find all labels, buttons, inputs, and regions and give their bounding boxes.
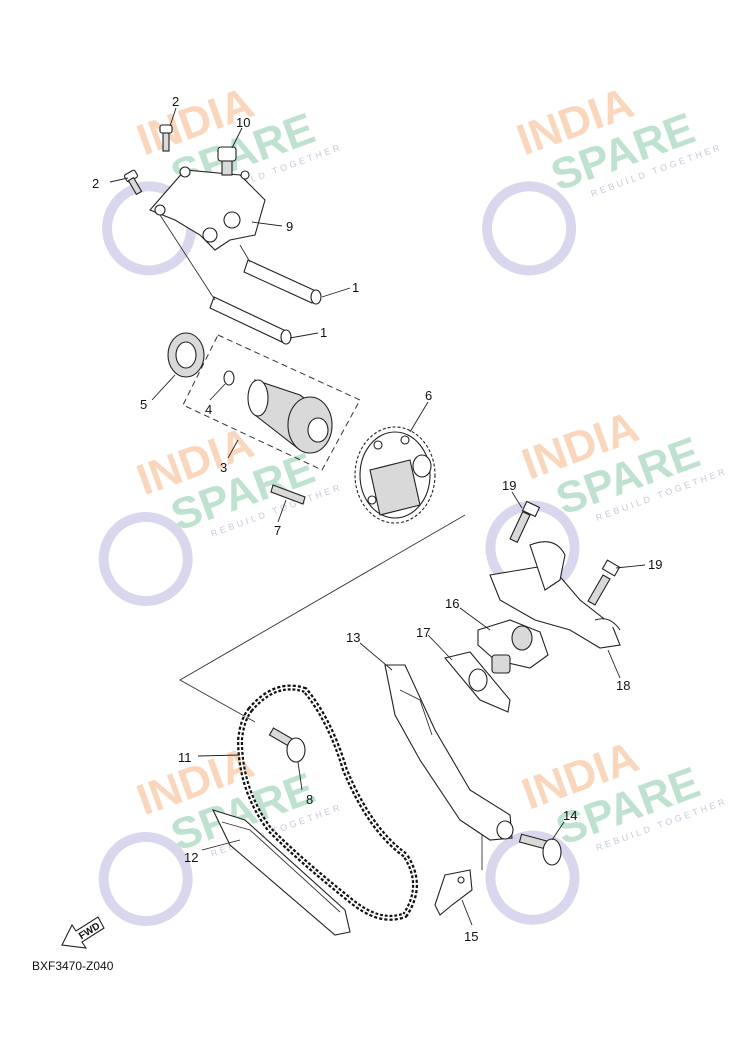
watermark-bottom-right: INDIA SPARE REBUILD TOGETHER: [485, 732, 729, 925]
callout-11: 11: [178, 750, 192, 765]
watermark-top-right: INDIA SPARE REBUILD TOGETHER: [482, 78, 724, 276]
gasket-17: [444, 651, 511, 713]
wrench-icon: [485, 830, 580, 925]
cam-sprocket: [354, 426, 436, 524]
callout-13: 13: [346, 630, 360, 645]
rocker-shaft-lower: [209, 296, 292, 345]
watermark-mid-right: INDIA SPARE REBUILD TOGETHER: [485, 402, 729, 595]
bolt-14: [518, 833, 562, 866]
callout-2-left: 2: [92, 176, 99, 191]
chain-guide-12: [211, 809, 351, 936]
bolt-2-left: [123, 169, 143, 196]
rocker-bracket: [149, 166, 266, 251]
rocker-shaft-upper: [243, 259, 322, 305]
callout-15: 15: [464, 929, 478, 944]
tensioner-16: [477, 619, 549, 674]
callout-6: 6: [425, 388, 432, 403]
bearing-5: [167, 332, 205, 378]
callout-8: 8: [306, 792, 313, 807]
bolt-19-right: [587, 559, 621, 606]
callout-9: 9: [286, 219, 293, 234]
callout-19-left: 19: [502, 478, 516, 493]
callout-3: 3: [220, 460, 227, 475]
callout-5: 5: [140, 397, 147, 412]
wrench-icon: [98, 511, 193, 606]
stopper-15: [434, 869, 473, 916]
assembly-line-sprocket-chain: [179, 514, 466, 723]
callout-1-lower: 1: [320, 325, 327, 340]
callout-16: 16: [445, 596, 459, 611]
callout-2-top: 2: [172, 94, 179, 109]
bolt-8: [268, 727, 306, 763]
callout-14: 14: [563, 808, 577, 823]
forward-arrow-icon: FWD: [61, 916, 105, 949]
wrench-icon: [98, 831, 193, 926]
leader-lines: [109, 107, 646, 926]
wrench-icon: [482, 181, 577, 276]
pin-7: [270, 484, 306, 505]
timing-chain-inner: [239, 686, 416, 919]
bolt-19-left: [509, 500, 541, 544]
callout-1-upper: 1: [352, 280, 359, 295]
callout-4: 4: [205, 402, 212, 417]
callout-labels: 1 1 2 2 3 4 5 6 7 8 9 10 11 12 13 14 15 …: [92, 94, 662, 944]
diagram-code: BXF3470-Z040: [32, 959, 114, 973]
callout-7: 7: [274, 523, 281, 538]
callout-18: 18: [616, 678, 630, 693]
callout-10: 10: [236, 115, 250, 130]
callout-17: 17: [416, 625, 430, 640]
camshaft: [247, 379, 333, 454]
callout-12: 12: [184, 850, 198, 865]
callout-19-right: 19: [648, 557, 662, 572]
bolt-10: [217, 146, 237, 176]
circlip-4: [223, 370, 235, 386]
bolt-2-top: [159, 124, 173, 152]
bracket-18: [489, 541, 621, 649]
camshaft-group-outline: [182, 334, 361, 471]
tensioner-guide-13: [384, 664, 514, 841]
